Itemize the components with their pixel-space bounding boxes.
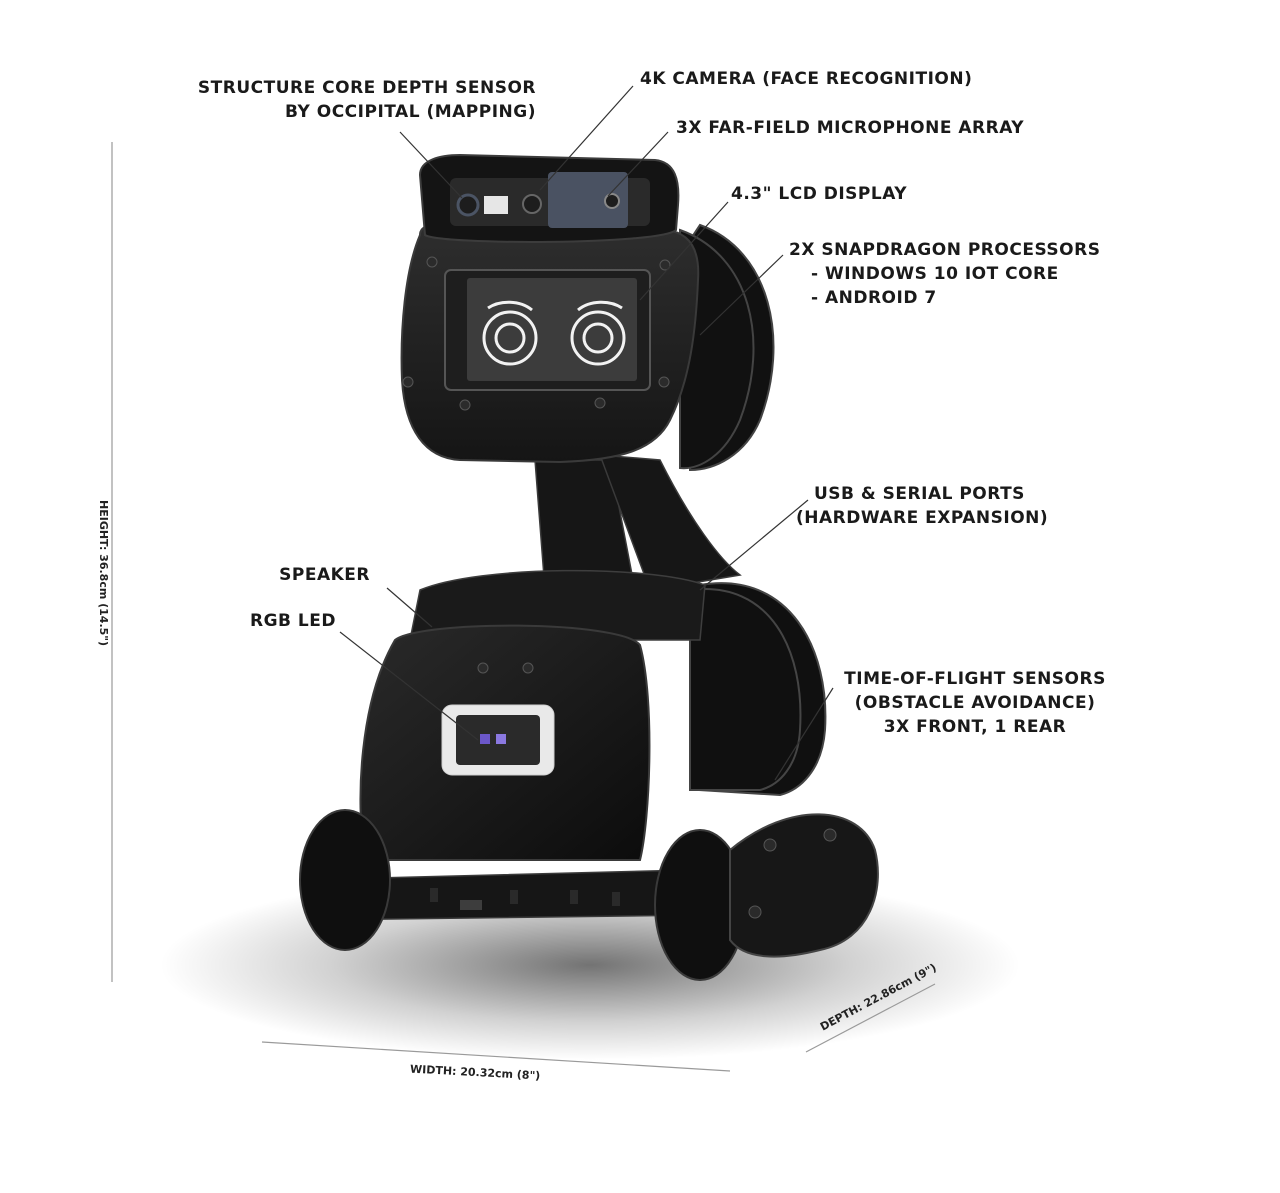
left-wheel <box>299 809 391 951</box>
leader-mic <box>607 131 669 197</box>
body-fins <box>689 582 827 797</box>
leader-rgb <box>339 631 479 741</box>
rgb-led-module <box>441 704 555 776</box>
callout-processors: 2X SNAPDRAGON PROCESSORS - WINDOWS 10 IO… <box>789 240 1101 308</box>
callout-camera: 4K CAMERA (FACE RECOGNITION) <box>640 69 973 89</box>
leader-camera <box>539 85 634 191</box>
callout-rgb-led: RGB LED <box>250 611 336 631</box>
lcd-screen <box>444 269 651 391</box>
callout-mic: 3X FAR-FIELD MICROPHONE ARRAY <box>676 118 1025 138</box>
callout-depth-sensor: STRUCTURE CORE DEPTH SENSOR BY OCCIPITAL… <box>197 78 536 122</box>
sensor-bar <box>418 153 680 243</box>
body-top <box>409 569 706 641</box>
width-line <box>261 1041 731 1072</box>
leader-processors <box>699 254 784 336</box>
callout-usb: USB & SERIAL PORTS (HARDWARE EXPANSION) <box>796 484 1049 528</box>
neck <box>534 454 742 591</box>
dimension-height-label: HEIGHT: 36.8cm (14.5") <box>97 500 110 647</box>
callout-tof: TIME-OF-FLIGHT SENSORS (OBSTACLE AVOIDAN… <box>844 669 1106 737</box>
depth-line <box>805 983 936 1053</box>
leader-lines <box>339 85 834 781</box>
leader-lcd <box>639 201 729 301</box>
leader-speaker <box>386 587 433 628</box>
leader-depth-sensor <box>399 131 463 199</box>
callout-lcd: 4.3" LCD DISPLAY <box>731 184 908 204</box>
leader-usb <box>699 499 809 591</box>
callout-speaker: SPEAKER <box>279 565 370 585</box>
leader-tof <box>774 687 834 781</box>
dimension-lines <box>111 142 936 1072</box>
